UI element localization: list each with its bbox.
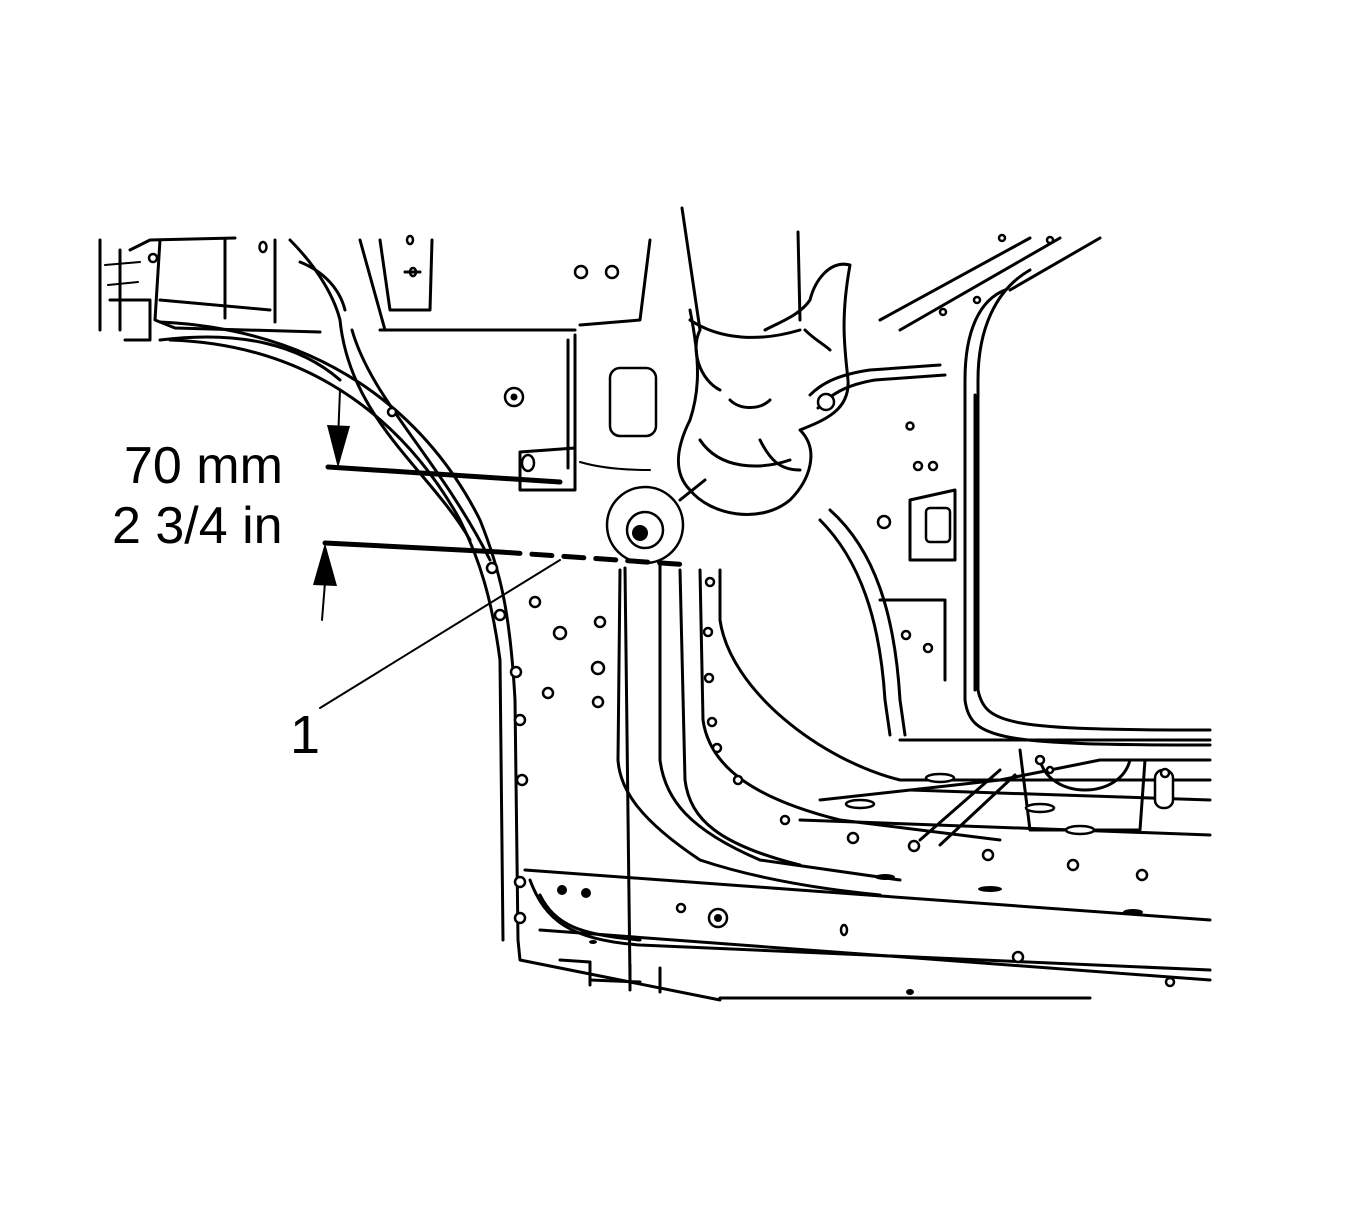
pillar-holes (485, 561, 791, 925)
rear-quarter-panel (98, 236, 347, 382)
dimension-markers (313, 389, 693, 709)
inner-panel (378, 234, 651, 492)
wheel-arch (158, 238, 722, 1002)
callout-label: 1 (290, 705, 321, 765)
technician-hand-with-tool (605, 262, 947, 565)
floor-pan (798, 738, 1212, 882)
b-pillar (573, 206, 1212, 982)
dimension-label-metric: 70 mm (124, 437, 283, 495)
rocker-panel (523, 868, 1212, 1000)
door-opening (818, 233, 1212, 747)
dimension-label-imperial: 2 3/4 in (112, 497, 283, 555)
